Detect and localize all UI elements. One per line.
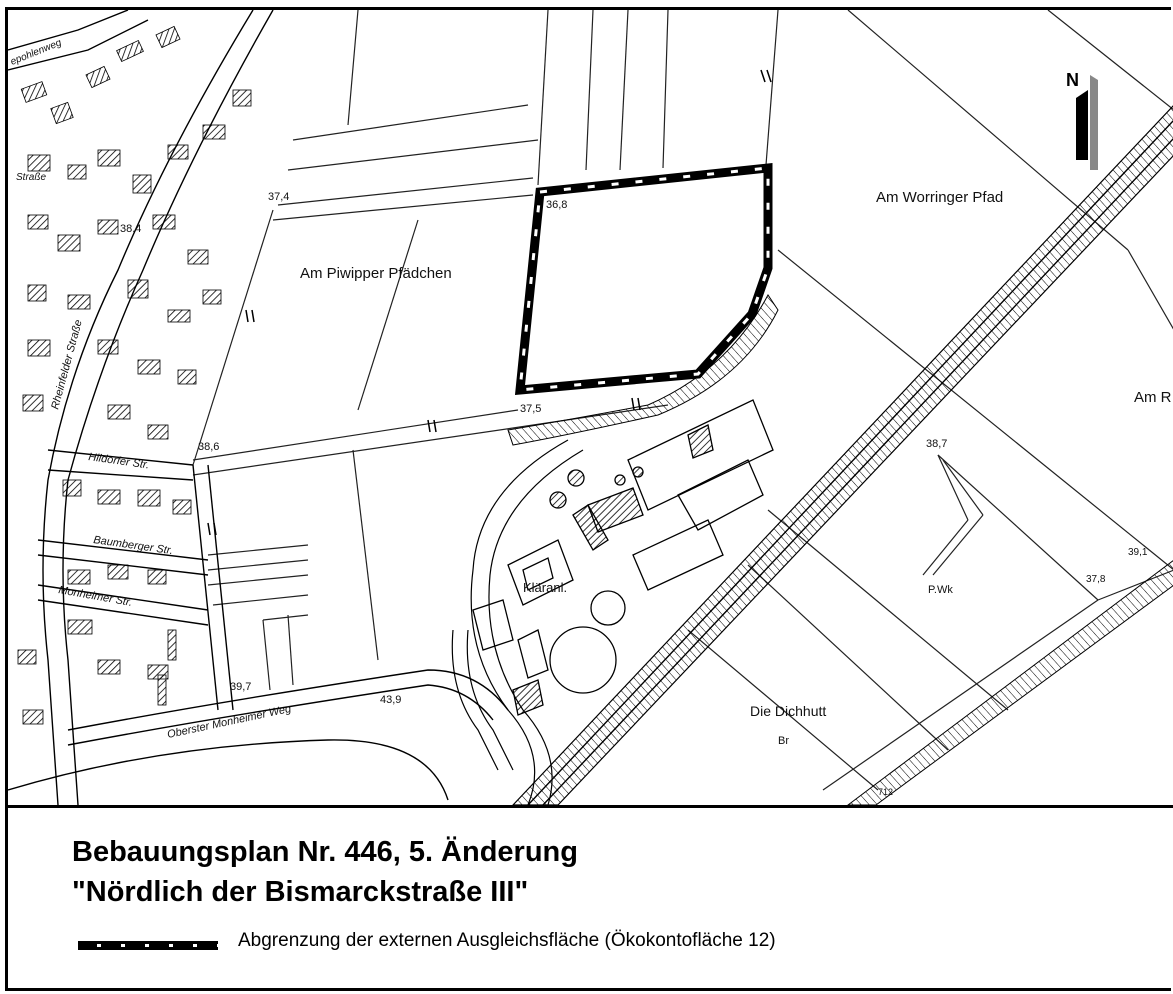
elevation-38-4: 38,4	[120, 223, 141, 235]
elevation-37-8: 37,8	[1086, 574, 1106, 585]
elevation-36-8: 36,8	[546, 199, 567, 211]
north-letter: N	[1066, 70, 1079, 90]
ausgleichsflaeche-boundary	[514, 163, 773, 395]
map-labels: Am Worringer Pfad Am Piwipper Pfädchen A…	[9, 37, 1172, 747]
elevation-points: 37,4 38,4 36,8 37,5 38,6 38,7 39,1 37,8 …	[120, 191, 1148, 797]
elevation-38-7: 38,7	[926, 438, 947, 450]
label-baumberger-str: Baumberger Str.	[93, 534, 174, 557]
field-ditch-marks	[207, 69, 772, 536]
plan-subtitle: "Nördlich der Bismarckstraße III"	[72, 876, 529, 908]
elevation-39-1: 39,1	[1128, 547, 1148, 558]
elevation-37-5: 37,5	[520, 403, 541, 415]
village-roads	[8, 10, 509, 805]
elevation-43-9: 43,9	[380, 694, 401, 706]
plant-structures	[472, 399, 774, 716]
label-die-dichhutt: Die Dichhutt	[750, 703, 826, 719]
site-map: N Am Worringer Pfad Am Piwipper Pfädchen…	[8, 10, 1173, 805]
label-am-worringer-pfad: Am Worringer Pfad	[876, 189, 1003, 206]
label-klaeranlage: Kläranl.	[523, 580, 567, 595]
label-br: Br	[778, 735, 789, 747]
plan-frame: N Am Worringer Pfad Am Piwipper Pfädchen…	[5, 7, 1173, 994]
elevation-38-6: 38,6	[198, 441, 219, 453]
railway-embankment	[512, 105, 1173, 805]
village-buildings	[17, 25, 252, 725]
label-rheinfelder-strasse: Rheinfelder Straße	[49, 318, 84, 410]
label-strasse-top: Straße	[16, 172, 46, 183]
elevation-39-7: 39,7	[230, 681, 251, 693]
label-hildorfer-str: Hildorfer Str.	[88, 451, 150, 471]
plan-title: Bebauungsplan Nr. 446, 5. Änderung	[72, 836, 578, 868]
elevation-712: 712	[878, 787, 893, 797]
label-am-piwipper-pfaedchen: Am Piwipper Pfädchen	[300, 265, 452, 282]
boundary-legend-text: Abgrenzung der externen Ausgleichsfläche…	[238, 930, 776, 951]
legend-panel: Bebauungsplan Nr. 446, 5. Änderung "Nörd…	[8, 808, 1173, 994]
plant-embankment	[451, 294, 779, 805]
elevation-37-4: 37,4	[268, 191, 289, 203]
north-arrow: N	[1066, 70, 1098, 170]
label-am-r: Am R	[1134, 389, 1172, 406]
legend-divider	[8, 805, 1173, 808]
boundary-legend-swatch	[78, 941, 218, 950]
map-canvas: N Am Worringer Pfad Am Piwipper Pfädchen…	[8, 10, 1173, 805]
label-p-wk: P.Wk	[928, 584, 953, 596]
